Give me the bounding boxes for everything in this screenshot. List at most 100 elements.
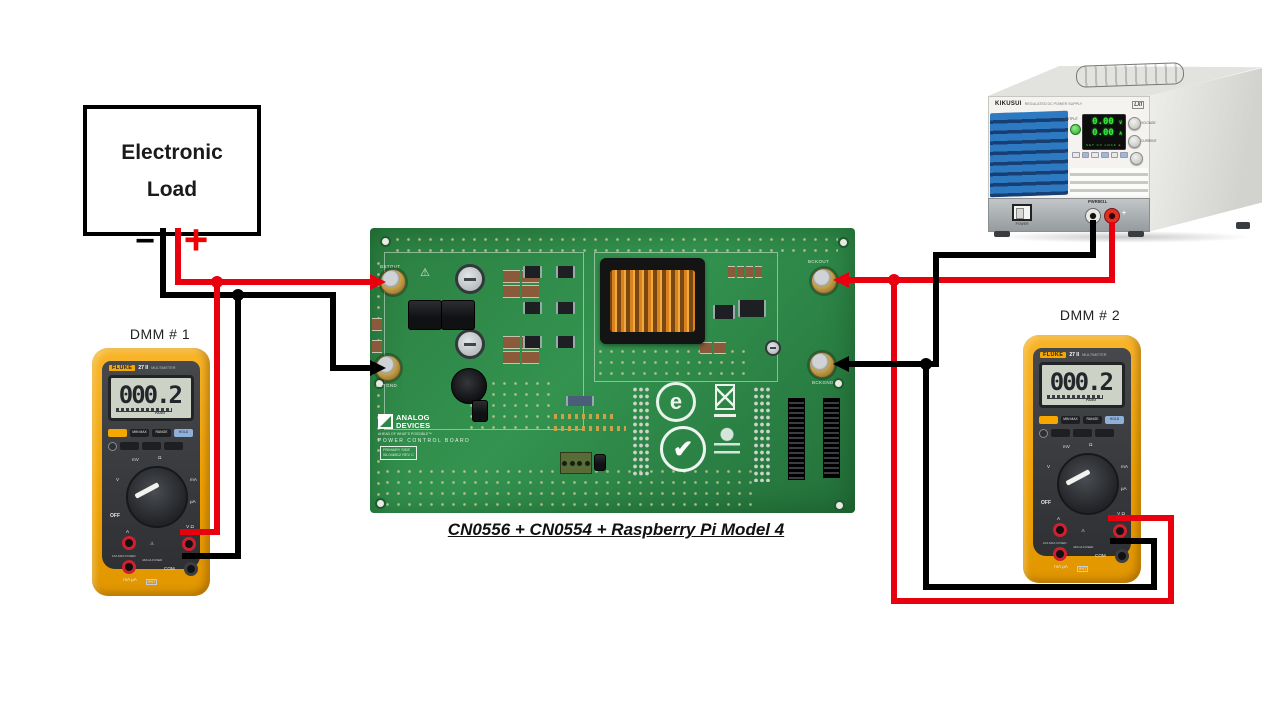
ic-chip (556, 336, 575, 348)
milliamps-jack (1053, 547, 1067, 561)
current-knob-label: CURRENT (1141, 139, 1157, 143)
jack-label-a: A (1057, 516, 1061, 521)
jack-label-ma: mA µA (1054, 564, 1068, 569)
dmm2-red-lead-right (1168, 515, 1174, 604)
amps-jack (122, 536, 136, 550)
electronic-load-box: Electronic Load (83, 105, 261, 236)
psu-positive-wire-horizontal (849, 277, 1115, 283)
dmm-hold-button: HOLD (174, 429, 193, 437)
psu-function-buttons (1072, 152, 1129, 158)
dmm-button (1095, 429, 1114, 437)
minus-polarity-label: − (135, 222, 155, 260)
jack-label-com: COM (164, 566, 175, 571)
smd-capacitor-bank (728, 266, 762, 278)
pin-header-connector (788, 398, 805, 480)
silkscreen-outline (384, 252, 584, 430)
jack-label-a: A (126, 529, 130, 534)
psu-positive-wire-vertical (1109, 222, 1115, 283)
mounting-hole (838, 237, 849, 248)
multimeter-dmm2: FLUKE 27 II MULTIMETER 000.2 Auto MIN MA… (1023, 335, 1141, 583)
psu-side-face (1148, 68, 1262, 232)
dmm-button (1051, 429, 1070, 437)
dial-glyph-ma: mA (1121, 464, 1128, 469)
round-inductor (451, 368, 487, 404)
psu-output-label: OUTPUT (1064, 117, 1078, 121)
resistor-row (554, 414, 616, 419)
fuse-text-left: 10A MAX FUSED (112, 554, 136, 558)
analog-devices-logo-text: ANALOG DEVICES (396, 414, 430, 429)
dmm-face: FLUKE 27 II MULTIMETER 000.2 Auto MIN MA… (1033, 348, 1131, 572)
dmm-button (142, 442, 161, 450)
silkscreen-outline (594, 252, 778, 382)
dmm2-red-lead-to-vjack (1108, 515, 1174, 521)
dmm-rotary-dial (1057, 453, 1119, 515)
dial-glyph-v: V (1047, 464, 1051, 469)
dmm-type: MULTIMETER (1082, 353, 1107, 357)
dmm-rotary-dial (126, 466, 188, 528)
testpoint-grid (392, 234, 838, 252)
psu-amps-readout: 0.00 A (1092, 128, 1122, 138)
dmm-button (164, 442, 183, 450)
dmm-range-button: RANGE (1083, 416, 1102, 424)
amps-jack (1053, 523, 1067, 537)
terminal-label-bstgnd: BSTGND (376, 383, 398, 388)
dmm-hold-button: HOLD (1105, 416, 1124, 424)
check-mark-logo: ✔ (660, 426, 706, 472)
logo-line1: ANALOG (396, 413, 430, 422)
analog-devices-logo-icon (378, 414, 393, 429)
bckout-terminal (811, 268, 837, 294)
black-arrow-bstgnd (370, 360, 386, 376)
dial-glyph-ohm: Ω (158, 455, 162, 460)
dial-glyph-ua: µA (1121, 486, 1127, 491)
ip-rating: IP67 (1077, 566, 1089, 572)
mounting-hole (375, 498, 386, 509)
bckgnd-terminal (809, 352, 835, 378)
dmm1-lcd: 000.2 Auto (108, 375, 194, 421)
dmm-off-label: OFF (110, 513, 120, 519)
weee-bin-icon (715, 384, 735, 410)
lcd-bargraph (1047, 395, 1103, 399)
ic-chip (556, 302, 575, 314)
ic-chip (566, 396, 594, 406)
electronic-load-label-line1: Electronic (121, 140, 223, 164)
electrolytic-capacitor (455, 264, 485, 294)
current-knob (1128, 135, 1141, 148)
red-arrow-bstout (370, 274, 386, 290)
psu-volts-readout: 0.00 V (1092, 117, 1122, 127)
com-jack (184, 562, 198, 576)
psu-foot (1236, 222, 1250, 229)
smd-capacitor-bank (700, 342, 726, 354)
certification-mark (714, 426, 740, 468)
red-junction-right (888, 274, 900, 286)
dmm-face: FLUKE 27 II MULTIMETER 000.2 Auto MIN MA… (102, 361, 200, 585)
dial-pointer (134, 482, 160, 499)
red-junction-left (211, 276, 223, 288)
terminal-label-bckgnd: BCKGND (812, 380, 834, 385)
ic-chip (523, 336, 542, 348)
adi-tagline: AHEAD OF WHAT'S POSSIBLE™ (378, 432, 432, 436)
dmm2-mode: Auto (1085, 397, 1096, 402)
smd-capacitor-bank (503, 270, 539, 298)
dmm2-black-lead-bottom (923, 584, 1157, 590)
board-rev-box: PRIMARY SIDE 08-048512 REV C (380, 446, 417, 460)
psu-negative-wire-drop (933, 252, 939, 367)
through-hole-pads (753, 386, 771, 482)
dmm1-black-lead-vertical (235, 295, 241, 556)
main-transformer (600, 258, 705, 344)
psu-local-knob (1130, 152, 1143, 165)
cn0556-board: BSTOUT BSTGND BCKOUT BCKGND ⚠ (370, 228, 855, 513)
jumper (472, 400, 488, 422)
dmm2-black-lead-vertical (923, 364, 929, 590)
psu-brand: KIKUSUI (995, 101, 1022, 107)
dial-glyph-ma: mA (190, 477, 197, 482)
psu-negative-wire-to-bckgnd (849, 361, 939, 367)
mounting-hole (380, 236, 391, 247)
electrolytic-capacitor (455, 329, 485, 359)
dmm1-black-lead-to-com (182, 553, 241, 559)
fuse-text-mid: 440mA FUSED (142, 558, 163, 562)
el-negative-wire-drop (330, 292, 336, 371)
dmm-button (120, 442, 139, 450)
dial-glyph-ua: µA (190, 499, 196, 504)
fluke-logo: FLUKE (1040, 352, 1067, 358)
el-negative-wire-horizontal (160, 292, 336, 298)
